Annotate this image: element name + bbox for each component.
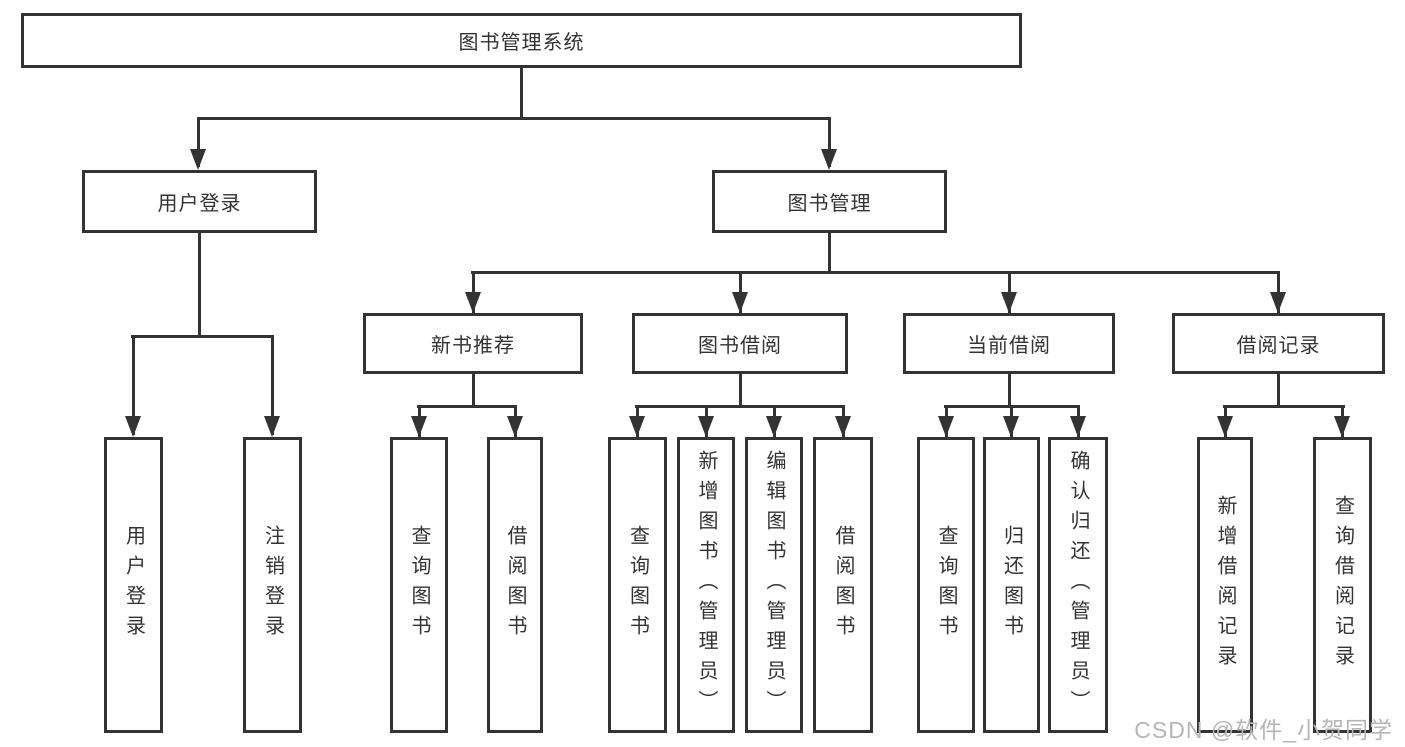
leaf-label: 注销登录	[261, 525, 284, 645]
connector-line	[1223, 405, 1345, 408]
connector-line	[472, 373, 475, 407]
connector-line	[635, 405, 845, 408]
arrow-down-icon	[465, 292, 481, 313]
connector-line	[828, 117, 831, 167]
leaf-label: 用户登录	[122, 525, 145, 645]
node-borrow-record: 借阅记录	[1172, 313, 1385, 374]
leaf-label: 查询图书	[935, 525, 957, 645]
arrow-down-icon	[190, 149, 206, 170]
leaf-label: 借阅图书	[832, 525, 854, 645]
connector-line	[471, 271, 1280, 274]
arrow-down-icon	[732, 292, 748, 313]
arrow-down-icon	[821, 149, 837, 170]
leaf-return-books: 归还图书	[983, 437, 1040, 733]
leaf-add-books-admin: 新增图书（管理员）	[677, 437, 735, 733]
connector-line	[271, 335, 274, 435]
leaf-label: 归还图书	[1000, 525, 1023, 645]
connector-line	[131, 335, 273, 338]
leaf-edit-books-admin: 编辑图书（管理员）	[745, 437, 803, 733]
arrow-down-icon	[1270, 292, 1286, 313]
leaf-query-books: 查询图书	[917, 437, 975, 733]
arrow-down-icon	[411, 416, 427, 437]
leaf-label: 新增图书（管理员）	[695, 450, 717, 720]
arrow-down-icon	[1070, 416, 1086, 437]
connector-line	[520, 68, 523, 118]
leaf-query-books: 查询图书	[608, 437, 667, 733]
leaf-label: 借阅图书	[504, 525, 526, 645]
leaf-query-books: 查询图书	[390, 437, 448, 733]
node-root: 图书管理系统	[21, 13, 1022, 68]
connector-line	[828, 233, 831, 273]
connector-line	[1008, 374, 1011, 407]
leaf-label: 查询图书	[626, 525, 649, 645]
leaf-add-borrow-record: 新增借阅记录	[1197, 437, 1253, 733]
node-current-borrow: 当前借阅	[903, 313, 1115, 374]
leaf-user-login: 用户登录	[104, 437, 163, 733]
node-new-book-recommend: 新书推荐	[363, 313, 583, 374]
leaf-logout: 注销登录	[243, 437, 302, 733]
arrow-down-icon	[125, 416, 141, 437]
leaf-confirm-return-admin: 确认归还（管理员）	[1048, 437, 1108, 733]
node-book-management: 图书管理	[712, 170, 947, 233]
node-user-login: 用户登录	[82, 170, 317, 233]
connector-line	[197, 117, 831, 120]
connector-line	[197, 117, 200, 167]
arrow-down-icon	[1003, 416, 1019, 437]
leaf-label: 查询图书	[408, 525, 430, 645]
arrow-down-icon	[698, 416, 714, 437]
arrow-down-icon	[1334, 416, 1350, 437]
leaf-borrow-books: 借阅图书	[813, 437, 873, 733]
arrow-down-icon	[835, 416, 851, 437]
connector-line	[198, 233, 201, 338]
node-book-borrow: 图书借阅	[632, 313, 848, 374]
connector-line	[739, 374, 742, 407]
arrow-down-icon	[766, 416, 782, 437]
arrow-down-icon	[264, 416, 280, 437]
connector-line	[132, 335, 135, 435]
leaf-label: 查询借阅记录	[1331, 495, 1354, 675]
connector-line	[1277, 374, 1280, 407]
connector-line	[417, 405, 517, 408]
arrow-down-icon	[629, 416, 645, 437]
leaf-label: 确认归还（管理员）	[1067, 450, 1089, 720]
leaf-borrow-books: 借阅图书	[487, 437, 543, 733]
arrow-down-icon	[1217, 416, 1233, 437]
watermark: CSDN @软件_小贺同学	[1134, 717, 1393, 743]
leaf-label: 编辑图书（管理员）	[763, 450, 785, 720]
leaf-label: 新增借阅记录	[1214, 495, 1236, 675]
arrow-down-icon	[507, 416, 523, 437]
arrow-down-icon	[938, 416, 954, 437]
leaf-query-borrow-record: 查询借阅记录	[1313, 437, 1372, 733]
arrow-down-icon	[1001, 292, 1017, 313]
